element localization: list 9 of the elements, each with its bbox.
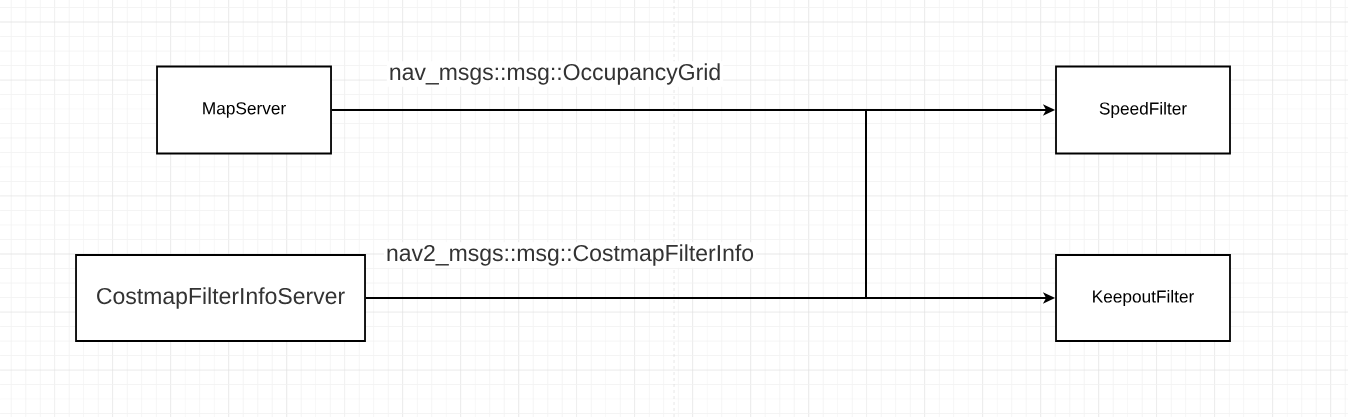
connector-line	[364, 297, 867, 299]
process-box: KeepoutFilter	[1055, 254, 1231, 342]
process-box: SpeedFilter	[1055, 65, 1231, 155]
connector-line	[865, 109, 867, 299]
process-box: CostmapFilterInfoServer	[75, 254, 366, 342]
connector-line	[330, 109, 867, 111]
edge-label: nav_msgs::msg::OccupancyGrid	[386, 61, 724, 87]
process-box: MapServer	[156, 65, 332, 155]
edge-label: nav2_msgs::msg::CostmapFilterInfo	[383, 242, 757, 268]
